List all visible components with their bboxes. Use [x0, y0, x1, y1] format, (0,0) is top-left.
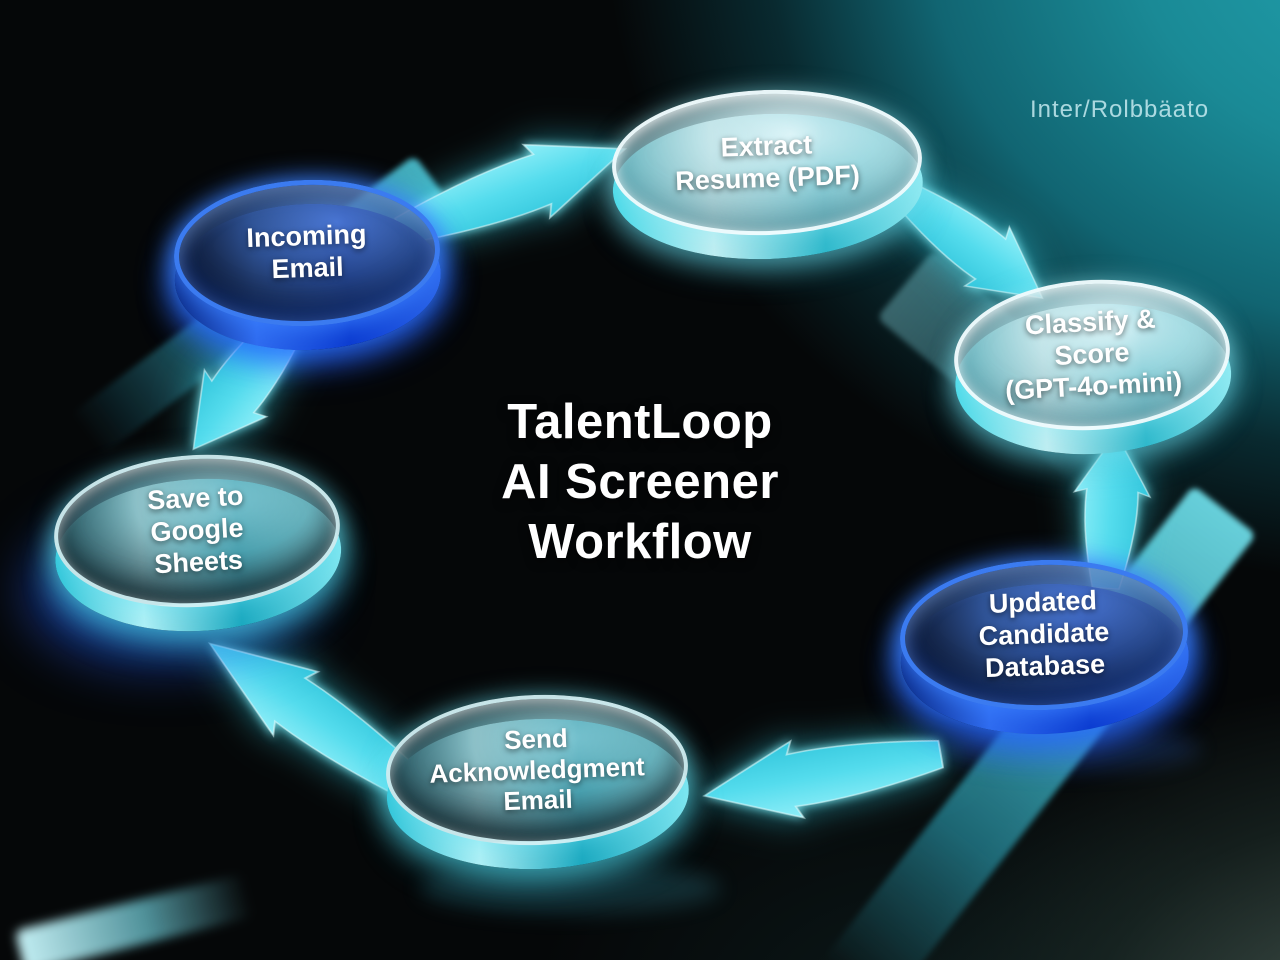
node-classify-score: Classify & Score (GPT-4o-mini) — [950, 272, 1235, 462]
arrow-database-to-classify — [1072, 432, 1152, 590]
arrow-incoming-to-extract — [393, 143, 628, 245]
node-extract-resume: Extract Resume (PDF) — [609, 84, 926, 265]
node-label: Save to Google Sheets — [146, 480, 245, 580]
floor-reflection — [420, 862, 720, 914]
node-label: Incoming Email — [245, 219, 367, 285]
node-label: Updated Candidate Database — [978, 585, 1110, 683]
node-send-acknowledgment-email: Send Acknowledgment Email — [383, 689, 692, 875]
watermark-text: Inter/Rolbbäato — [1030, 96, 1210, 123]
node-label: Classify & Score (GPT-4o-mini) — [1004, 303, 1183, 406]
arrow-extract-to-classify — [892, 180, 1044, 300]
node-updated-candidate-database: Updated Candidate Database — [897, 555, 1192, 739]
diagram-title: TalentLoop AI Screener Workflow — [501, 395, 779, 569]
node-save-google-sheets: Save to Google Sheets — [50, 447, 346, 639]
node-label: Extract Resume (PDF) — [674, 129, 861, 196]
arrow-database-to-send-ack — [702, 739, 945, 819]
light-beam — [14, 873, 254, 960]
floor-reflection — [940, 726, 1200, 772]
node-label: Send Acknowledgment Email — [428, 722, 646, 817]
node-incoming-email: Incoming Email — [171, 175, 444, 355]
